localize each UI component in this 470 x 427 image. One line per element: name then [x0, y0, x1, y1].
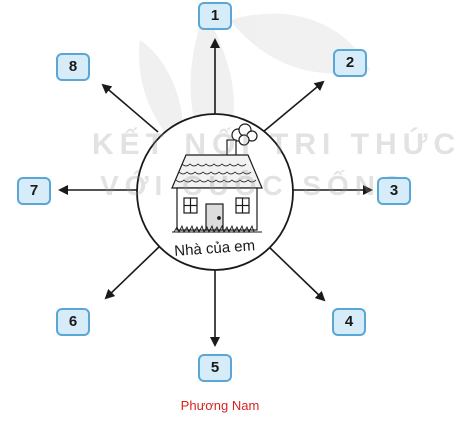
direction-box-6: 6: [56, 308, 90, 336]
direction-box-8: 8: [56, 53, 90, 81]
direction-box-7: 7: [17, 177, 51, 205]
arrow-4: [267, 245, 326, 302]
arrow-2: [262, 80, 325, 133]
arrow-6: [104, 245, 161, 300]
smoke-icon: [231, 123, 258, 146]
arrow-8: [101, 83, 159, 133]
direction-box-1: 1: [198, 2, 232, 30]
center-label: Nhà của em: [174, 237, 256, 260]
direction-box-3: 3: [377, 177, 411, 205]
door: [205, 203, 224, 231]
watermark-line-2: VỚI CUỘC SỐNG: [100, 170, 409, 201]
caption: Phương Nam: [180, 398, 260, 413]
house-icon: [171, 123, 263, 234]
window-left: [183, 197, 198, 214]
direction-arrows: [58, 38, 373, 347]
direction-box-4: 4: [332, 308, 366, 336]
roof-tiles: [175, 163, 257, 183]
direction-box-5: 5: [198, 354, 232, 382]
watermark-line-1: KẾT NỐI TRI THỨC: [92, 128, 462, 161]
direction-box-2: 2: [333, 49, 367, 77]
window-right: [235, 197, 250, 214]
